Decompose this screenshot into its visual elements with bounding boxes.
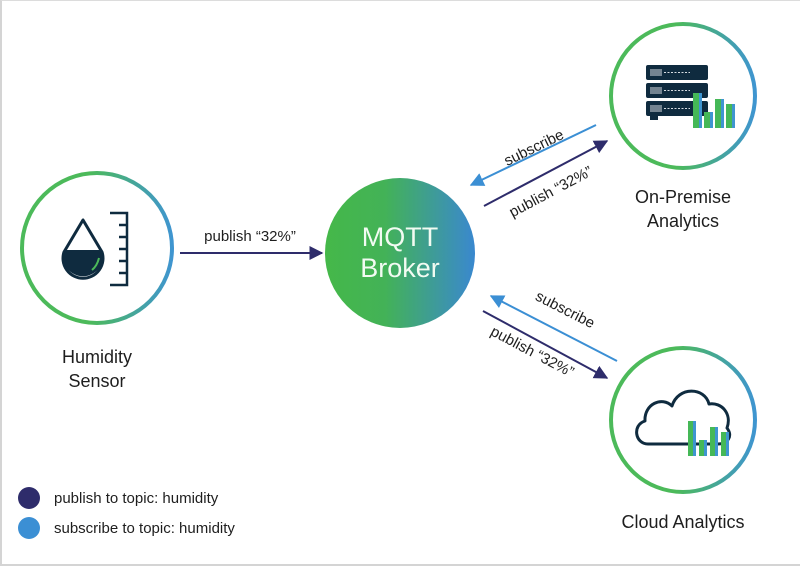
water-drop-gauge-icon	[61, 211, 129, 287]
on-premise-label: On-Premise Analytics	[613, 185, 753, 233]
edge-broker-to-onprem-publish	[483, 140, 609, 207]
sensor-label-line2: Sensor	[68, 371, 126, 391]
edge-broker-to-cloud-publish	[482, 310, 609, 379]
sensor-label: Humidity Sensor	[37, 345, 157, 393]
on-premise-label-line2: Analytics	[646, 211, 720, 231]
cloud-analytics-icon	[635, 389, 732, 456]
on-premise-label-line1: On-Premise	[634, 187, 732, 207]
sensor-label-line1: Humidity	[61, 347, 132, 367]
publish-dot-icon	[18, 487, 40, 509]
edge-label-sensor-to-broker: publish “32%”	[204, 228, 296, 245]
edge-label-cloud-subscribe: subscribe	[533, 288, 598, 332]
cloud-analytics-node	[609, 346, 757, 494]
broker-label: MQTT Broker	[330, 222, 470, 284]
broker-label-line1: MQTT	[361, 222, 439, 252]
on-premise-analytics-node	[609, 22, 757, 170]
legend-item-subscribe: subscribe to topic: humidity	[18, 513, 235, 543]
sensor-ring	[20, 171, 174, 325]
legend-label-subscribe: subscribe to topic: humidity	[54, 519, 235, 537]
subscribe-dot-icon	[18, 517, 40, 539]
edge-cloud-subscribe	[489, 295, 618, 362]
broker-label-line2: Broker	[360, 253, 440, 283]
mqtt-broker-node	[325, 178, 475, 328]
cloud-label: Cloud Analytics	[621, 512, 745, 532]
server-analytics-icon	[646, 65, 735, 128]
edge-label-onprem-subscribe: subscribe	[501, 126, 566, 169]
cloud-ring	[609, 346, 757, 494]
edge-label-broker-to-cloud-publish: publish “32%”	[488, 323, 577, 381]
humidity-sensor-node	[20, 171, 174, 325]
edge-onprem-subscribe	[469, 124, 597, 186]
legend-item-publish: publish to topic: humidity	[18, 483, 235, 513]
legend: publish to topic: humidity subscribe to …	[18, 483, 235, 543]
legend-label-publish: publish to topic: humidity	[54, 489, 219, 507]
